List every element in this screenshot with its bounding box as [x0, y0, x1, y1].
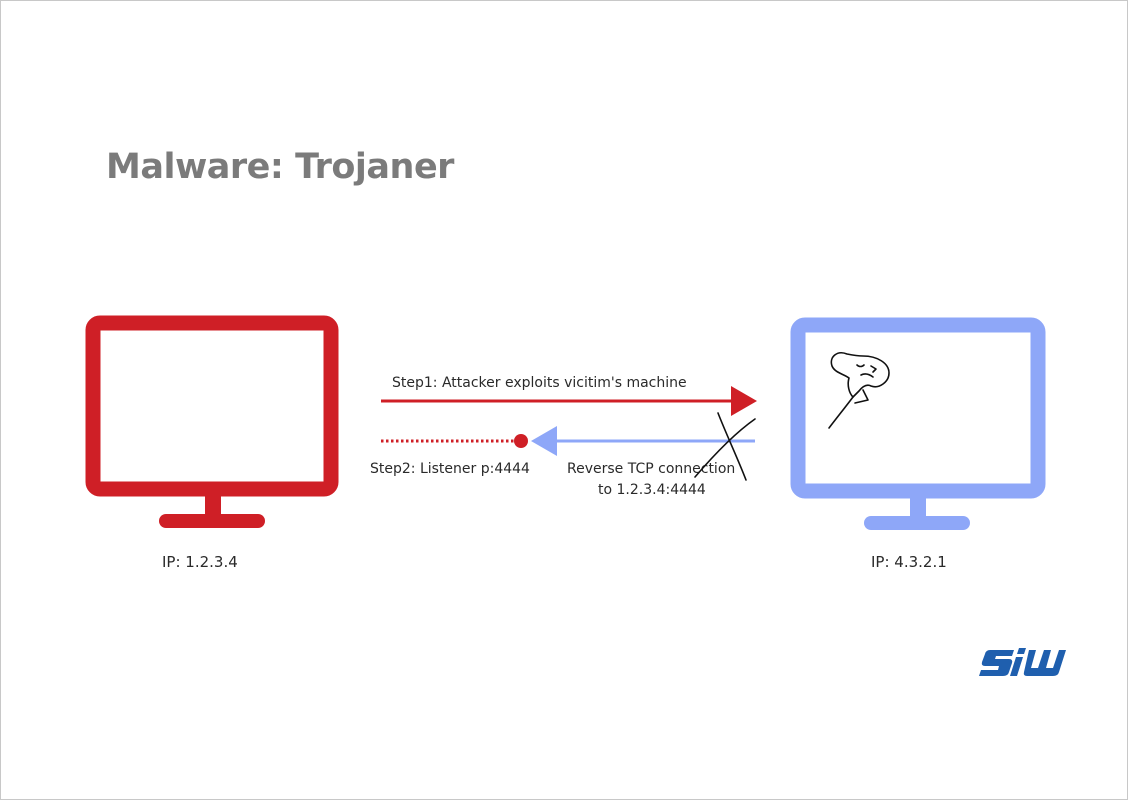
step1-label: Step1: Attacker exploits vicitim's machi… [392, 375, 687, 391]
step1-arrow-head [731, 386, 757, 416]
victim-ip-label: IP: 4.3.2.1 [871, 553, 947, 571]
attacker-ip-label: IP: 1.2.3.4 [162, 553, 238, 571]
handwritten-x-mark-icon [694, 412, 756, 481]
reverse-connection-label-line2: to 1.2.3.4:4444 [598, 482, 706, 498]
step2-label: Step2: Listener p:4444 [370, 461, 530, 477]
reverse-connection-label-line1: Reverse TCP connection [567, 461, 735, 477]
handwritten-doodle-icon [828, 352, 890, 429]
attacker-monitor-icon [85, 315, 339, 528]
slide-title: Malware: Trojaner [106, 147, 454, 187]
siw-logo [979, 648, 1066, 676]
listener-dot [514, 434, 528, 448]
reverse-arrow-head [531, 426, 557, 456]
